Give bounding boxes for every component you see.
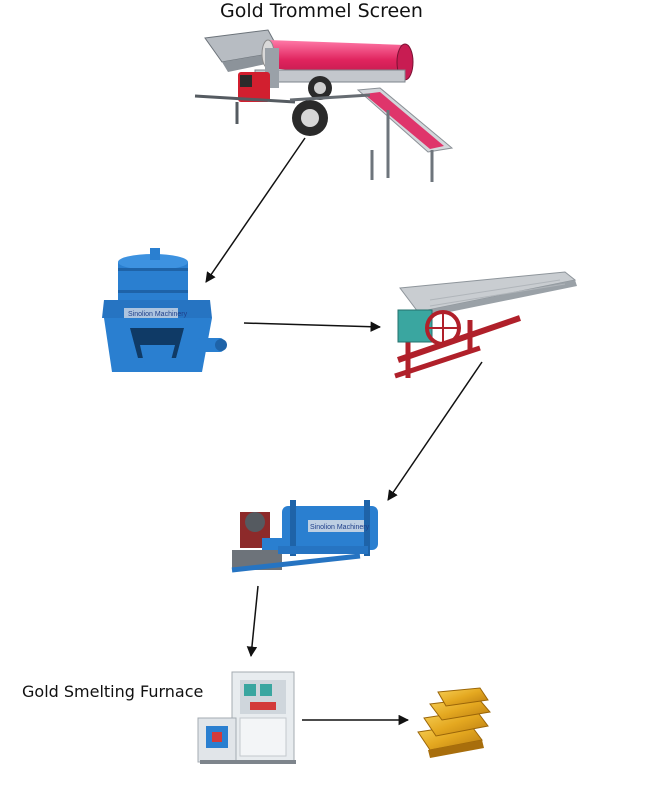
arrow-ball-mill-to-furnace — [246, 585, 259, 658]
ball-mill-icon: Sinolion Machinery — [231, 500, 378, 573]
gold-bars-icon — [417, 687, 491, 758]
trommel-screen-title: Gold Trommel Screen — [220, 0, 423, 22]
flow-arrows — [205, 137, 483, 726]
smelting-furnace-title: Gold Smelting Furnace — [22, 682, 204, 701]
shaking-table-icon — [394, 271, 577, 379]
arrow-shaking-table-to-ball-mill — [387, 361, 483, 501]
centrifuge-logo: Sinolion Machinery — [128, 311, 188, 318]
centrifugal-concentrator-icon: Sinolion Machinery — [102, 248, 227, 372]
arrow-trommel-to-centrifuge — [205, 137, 306, 283]
arrow-centrifuge-to-shaking-table — [243, 321, 382, 332]
trommel-screen-icon — [194, 29, 454, 182]
smelting-furnace-icon — [197, 671, 296, 764]
ball-mill-logo: Sinolion Machinery — [310, 524, 370, 531]
